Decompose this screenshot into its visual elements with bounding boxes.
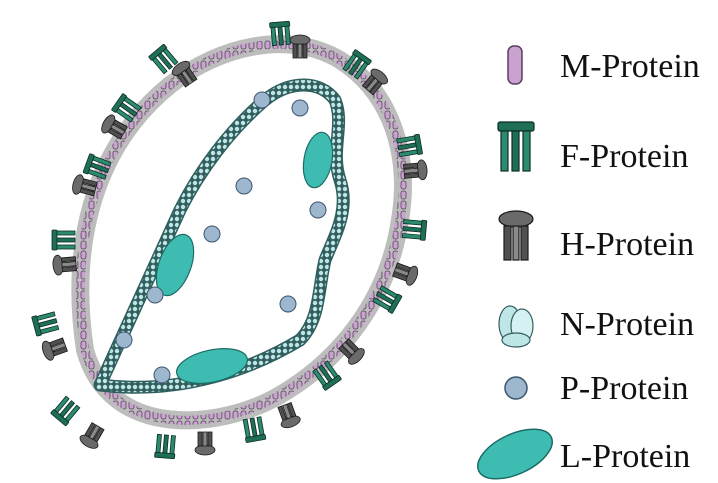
p-protein xyxy=(147,287,163,303)
legend-label-h-protein: H-Protein xyxy=(560,228,694,262)
p-protein xyxy=(116,332,132,348)
virus-particle-diagram xyxy=(0,0,460,483)
f-protein-spike xyxy=(270,21,292,46)
p-protein xyxy=(204,226,220,242)
h-protein-spike xyxy=(275,402,302,430)
h-protein-spike xyxy=(40,335,68,362)
legend-label-m-protein: M-Protein xyxy=(560,50,700,84)
f-protein-spike xyxy=(52,230,75,250)
p-protein xyxy=(254,92,270,108)
f-protein-icon xyxy=(494,118,538,176)
legend-label-l-protein: L-Protein xyxy=(560,440,690,474)
l-protein-icon xyxy=(470,425,560,483)
f-protein-spike xyxy=(242,417,266,443)
p-protein-icon xyxy=(500,372,532,404)
legend-label-p-protein: P-Protein xyxy=(560,372,688,406)
legend: M-Protein F-Protein H-Protein N-Protein … xyxy=(460,0,718,483)
f-protein-spike xyxy=(50,396,80,426)
legend-label-n-protein: N-Protein xyxy=(560,308,694,342)
p-protein xyxy=(292,100,308,116)
h-protein-spike xyxy=(78,421,107,451)
f-protein-spike xyxy=(32,311,59,336)
n-protein-icon xyxy=(494,300,538,352)
h-protein-spike xyxy=(195,432,215,455)
h-protein-spike xyxy=(290,35,310,58)
f-protein-spike xyxy=(155,434,177,459)
f-protein-spike xyxy=(402,219,427,241)
p-protein xyxy=(280,296,296,312)
legend-label-f-protein: F-Protein xyxy=(560,140,688,174)
p-protein xyxy=(154,367,170,383)
h-protein-icon xyxy=(496,208,536,266)
m-protein-icon xyxy=(504,42,526,88)
p-protein xyxy=(236,178,252,194)
p-protein xyxy=(310,202,326,218)
